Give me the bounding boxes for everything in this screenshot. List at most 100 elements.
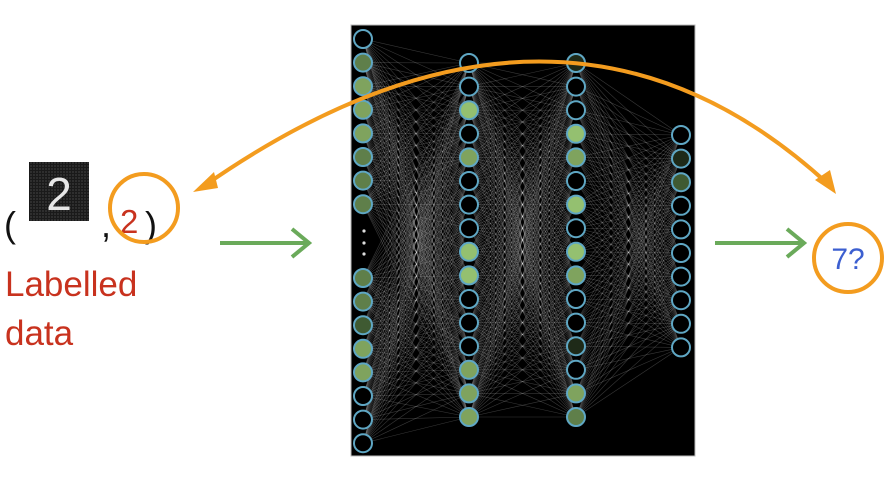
connection xyxy=(362,324,470,347)
connection xyxy=(575,205,682,394)
connection xyxy=(362,86,470,394)
connection xyxy=(468,62,577,370)
connection xyxy=(468,227,577,300)
connection xyxy=(468,393,577,418)
connection xyxy=(468,110,577,370)
connection xyxy=(575,133,682,230)
connection xyxy=(468,86,577,182)
connection xyxy=(468,227,577,276)
connection xyxy=(468,227,577,276)
connection xyxy=(468,109,577,182)
connection xyxy=(362,38,470,205)
connection xyxy=(575,133,682,324)
connection xyxy=(362,156,470,253)
connection xyxy=(362,228,470,397)
connection xyxy=(468,62,577,182)
connection xyxy=(468,204,577,347)
connection xyxy=(468,275,577,347)
connection xyxy=(362,86,470,444)
connection xyxy=(362,62,470,135)
connection xyxy=(468,86,577,205)
connection xyxy=(468,86,577,229)
connection xyxy=(362,85,470,205)
hidden2-node xyxy=(566,100,586,121)
connection xyxy=(362,324,470,418)
connection xyxy=(575,299,682,394)
connection xyxy=(362,62,470,87)
input-node xyxy=(353,76,373,97)
connection xyxy=(362,204,470,397)
connection xyxy=(468,157,577,300)
connection xyxy=(362,133,470,158)
connection xyxy=(468,157,577,229)
connection xyxy=(468,298,577,347)
connection xyxy=(468,110,577,394)
connection xyxy=(468,180,577,229)
connection xyxy=(468,180,577,418)
connection xyxy=(468,110,577,347)
connection xyxy=(468,369,577,418)
connection xyxy=(362,86,470,111)
connection xyxy=(468,157,577,418)
connection xyxy=(362,133,470,158)
connection xyxy=(575,252,682,418)
output-node xyxy=(671,243,691,263)
connection xyxy=(575,275,682,301)
connection xyxy=(468,133,577,323)
connection xyxy=(468,251,577,418)
connection xyxy=(468,109,577,229)
hidden1-node xyxy=(459,312,479,333)
connection xyxy=(362,86,470,370)
connection xyxy=(468,251,577,276)
connection xyxy=(575,180,682,254)
connection xyxy=(362,86,470,276)
connection xyxy=(575,181,682,300)
connection xyxy=(362,133,470,253)
connection xyxy=(468,157,577,347)
connection xyxy=(575,110,682,301)
connection xyxy=(362,180,470,349)
connection xyxy=(575,323,682,418)
connection xyxy=(362,85,470,135)
connection xyxy=(362,372,470,394)
connection xyxy=(468,62,577,300)
hidden1-node xyxy=(459,147,479,168)
connection xyxy=(468,322,577,394)
connection xyxy=(468,86,577,418)
connection xyxy=(362,109,470,158)
connection xyxy=(362,228,470,444)
connection xyxy=(468,62,577,300)
connection xyxy=(362,416,470,444)
connection xyxy=(468,133,577,158)
connection xyxy=(468,86,577,158)
connection xyxy=(468,62,577,323)
connection xyxy=(468,204,577,276)
connection xyxy=(575,180,682,183)
connection xyxy=(362,62,470,279)
connection xyxy=(362,109,470,323)
connection xyxy=(362,62,470,300)
connection xyxy=(362,38,470,111)
connection xyxy=(362,301,470,347)
connection xyxy=(362,38,470,229)
connection xyxy=(468,157,577,205)
connection xyxy=(575,62,682,136)
connection xyxy=(575,158,682,182)
input-node xyxy=(353,268,373,288)
comma: , xyxy=(101,204,111,245)
prediction-circle xyxy=(812,222,884,294)
connection xyxy=(575,134,682,205)
connection xyxy=(468,62,577,252)
output-node xyxy=(671,148,691,169)
connection xyxy=(468,180,577,323)
connection xyxy=(575,158,682,253)
connection xyxy=(468,133,577,370)
connection xyxy=(468,227,577,253)
connection xyxy=(362,204,470,418)
connection xyxy=(468,204,577,323)
connection xyxy=(362,180,470,302)
connection xyxy=(468,157,577,253)
connection xyxy=(575,157,682,254)
connection xyxy=(575,133,682,207)
